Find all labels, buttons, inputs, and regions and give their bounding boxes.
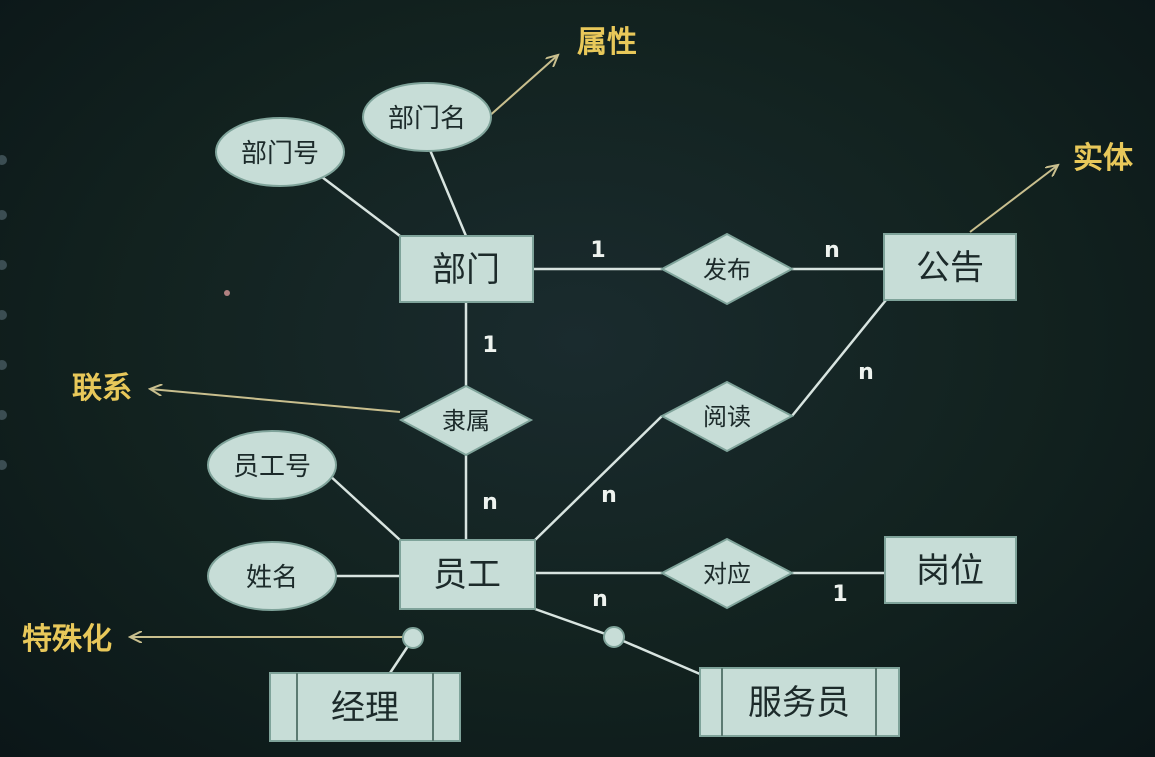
specialization-dot-attendant: [603, 626, 625, 648]
edge-deptno-dept: [317, 173, 401, 237]
relationship-publish: 发布: [659, 232, 795, 306]
attribute-dept-name: 部门名: [362, 82, 492, 152]
specialization-dot-manager: [402, 627, 424, 649]
arrow-entity: [969, 165, 1058, 233]
side-dots: [0, 155, 7, 470]
card-correspond-emp: n: [592, 587, 608, 612]
entity-manager-label: 经理: [331, 688, 399, 728]
edge-notice-read: [791, 299, 887, 417]
attribute-dept-no: 部门号: [215, 117, 345, 187]
relationship-publish-label: 发布: [703, 256, 751, 284]
concept-relationship: 联系: [72, 371, 132, 406]
card-belong-emp: n: [482, 490, 498, 515]
entity-attendant: 服务员: [699, 667, 900, 737]
card-publish-notice: n: [824, 238, 840, 263]
arrow-attribute: [486, 55, 558, 119]
edge-read-emp: [534, 415, 663, 541]
concept-entity: 实体: [1073, 141, 1134, 176]
entity-manager: 经理: [269, 672, 461, 742]
entity-employee: 员工: [399, 539, 536, 610]
attribute-dept-name-label: 部门名: [388, 104, 466, 134]
card-correspond-pos: 1: [832, 582, 847, 607]
attribute-dept-no-label: 部门号: [241, 139, 319, 169]
cardinalities: 1 n 1 n n n n 1: [482, 238, 874, 612]
attribute-name-label: 姓名: [246, 563, 298, 593]
entity-notice-label: 公告: [916, 248, 984, 288]
concept-attribute: 属性: [577, 25, 637, 60]
concept-arrows: [130, 55, 1058, 637]
card-belong-dept: 1: [482, 333, 497, 358]
entity-department: 部门: [399, 235, 534, 303]
relationship-read: 阅读: [659, 380, 795, 453]
relationship-read-label: 阅读: [703, 403, 751, 431]
attribute-name: 姓名: [207, 541, 337, 611]
card-publish-dept: 1: [590, 238, 605, 263]
relationship-correspond: 对应: [659, 537, 795, 610]
entity-notice: 公告: [883, 233, 1017, 301]
edge-empno-emp: [327, 473, 401, 541]
relationship-correspond-label: 对应: [703, 560, 751, 588]
entity-employee-label: 员工: [433, 555, 501, 595]
entity-department-label: 部门: [432, 250, 500, 290]
arrow-relationship: [150, 389, 401, 413]
card-read-notice: n: [858, 360, 874, 385]
concept-specialization: 特殊化: [22, 622, 112, 657]
entity-position-label: 岗位: [916, 551, 984, 591]
edge-deptname-dept: [428, 149, 468, 237]
stray-dot: [224, 290, 230, 296]
attribute-emp-no: 员工号: [207, 430, 337, 500]
entity-position: 岗位: [884, 536, 1017, 604]
attribute-emp-no-label: 员工号: [233, 452, 311, 482]
card-read-emp: n: [601, 483, 617, 508]
relationship-belong-label: 隶属: [442, 407, 490, 435]
entity-attendant-label: 服务员: [748, 683, 850, 723]
relationship-belong: 隶属: [398, 384, 534, 457]
